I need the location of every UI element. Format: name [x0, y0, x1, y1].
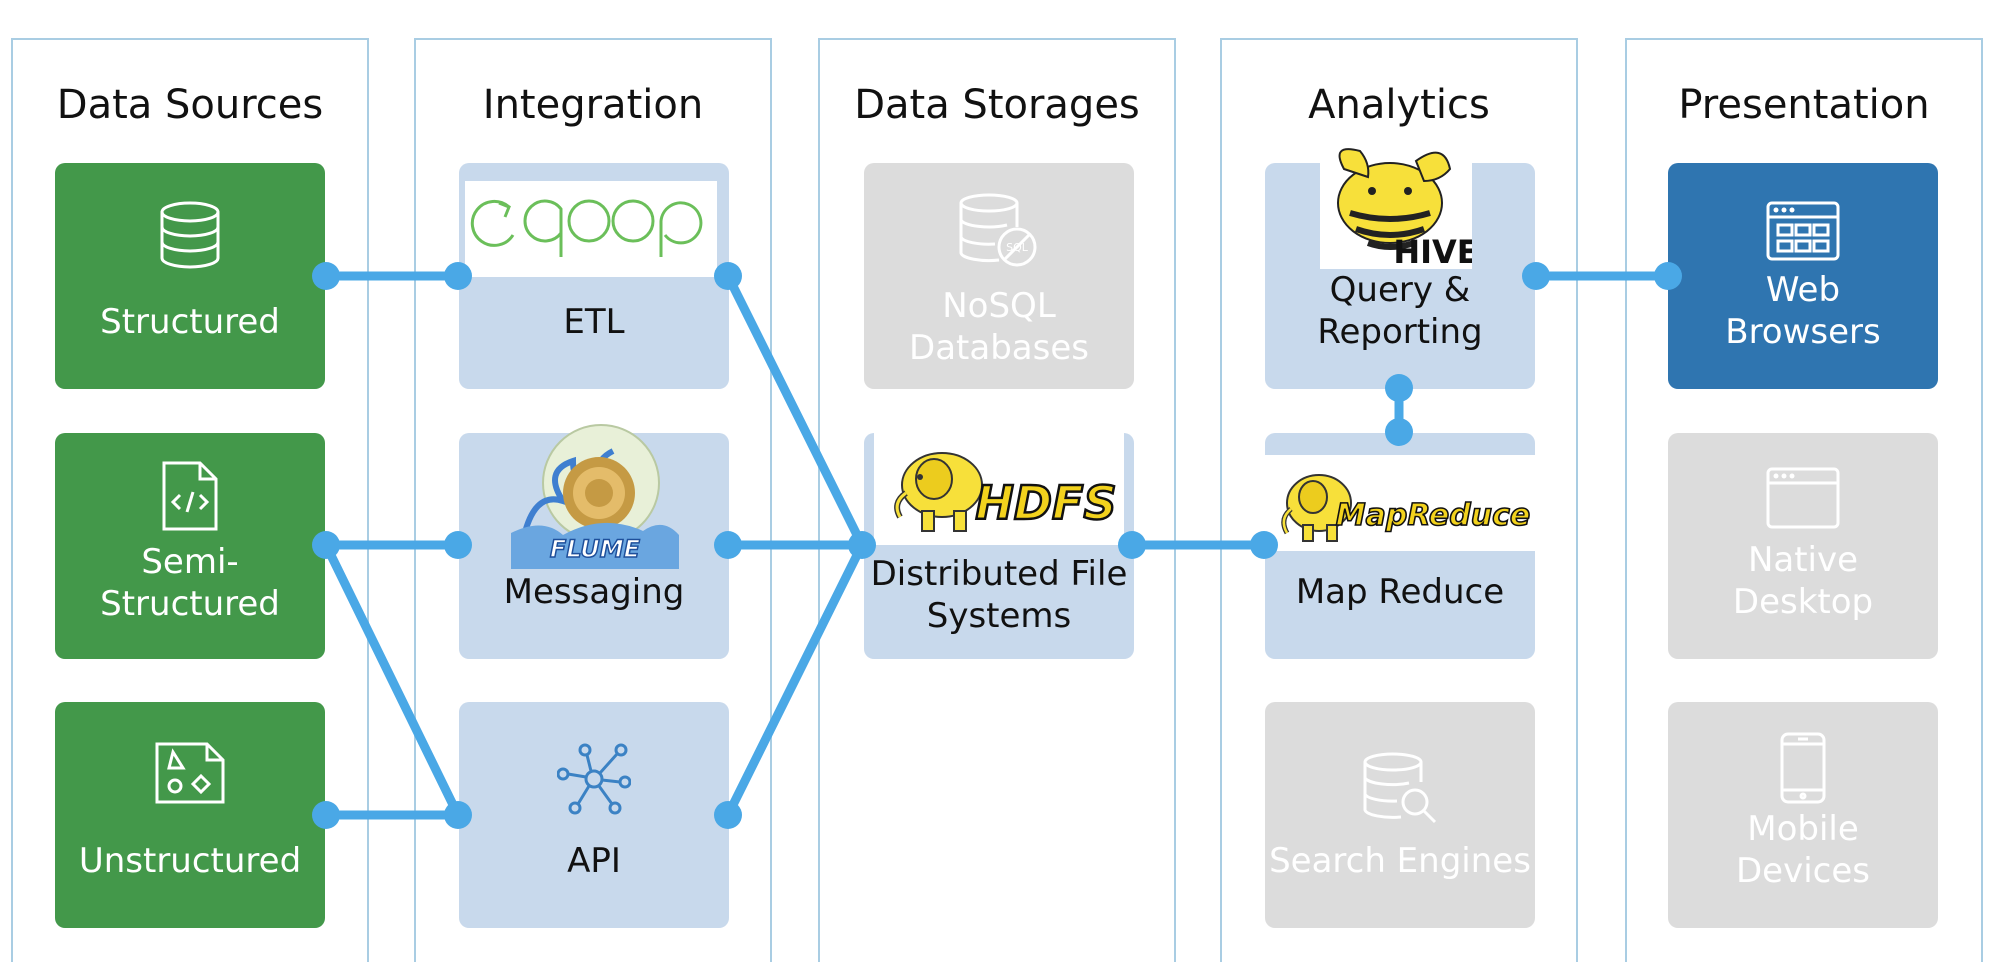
box-native-desktop: Native Desktop — [1668, 433, 1938, 659]
mapreduce-logo-text: MapReduce — [1336, 498, 1531, 533]
column-analytics: Analytics — [1220, 38, 1578, 962]
column-presentation: Presentation — [1625, 38, 1983, 962]
box-hdfs: HDFS Distributed File Systems — [864, 433, 1134, 659]
column-title: Analytics — [1308, 82, 1490, 128]
browser-grid-icon — [1766, 201, 1840, 261]
column-title: Presentation — [1678, 82, 1930, 128]
box-label: Semi- Structured — [100, 542, 280, 624]
column-data-sources: Data Sources — [11, 38, 369, 962]
box-etl: ETL — [459, 163, 729, 389]
box-unstructured: Unstructured — [55, 702, 325, 928]
flume-logo: FLUME — [511, 424, 679, 569]
sql-database-icon: SQL — [959, 193, 1037, 267]
box-label: Unstructured — [78, 841, 302, 881]
hdfs-elephant-logo: HDFS — [874, 433, 1124, 545]
network-hub-icon — [557, 743, 631, 815]
box-map-reduce: MapReduce Map Reduce — [1265, 433, 1535, 659]
box-messaging: FLUME Messaging — [459, 424, 729, 659]
hive-logo: HIVE — [1320, 148, 1472, 269]
box-label: NoSQL Databases — [909, 286, 1089, 368]
column-title: Data Sources — [56, 82, 324, 128]
box-label: Mobile Devices — [1736, 809, 1870, 891]
box-api: API — [459, 702, 729, 928]
column-title: Integration — [482, 82, 704, 128]
box-label: Distributed File Systems — [870, 554, 1128, 636]
hdfs-logo-text: HDFS — [975, 476, 1116, 530]
shapes-file-icon — [155, 742, 225, 804]
sqoop-logo — [465, 181, 717, 277]
box-label: Native Desktop — [1732, 540, 1874, 622]
box-label: Structured — [100, 302, 280, 342]
box-semi-structured: Semi- Structured — [55, 433, 325, 659]
box-label: ETL — [563, 302, 625, 342]
mapreduce-elephant-logo: MapReduce — [1265, 455, 1535, 551]
box-label: Web Browsers — [1725, 270, 1881, 352]
window-icon — [1766, 467, 1840, 529]
database-icon — [160, 201, 220, 269]
box-label: Query & Reporting — [1317, 270, 1483, 352]
box-structured: Structured — [55, 163, 325, 389]
flume-logo-text: FLUME — [550, 535, 641, 563]
box-label: API — [567, 841, 621, 881]
box-web-browsers: Web Browsers — [1668, 163, 1938, 389]
box-label: Map Reduce — [1295, 572, 1505, 612]
box-label: Messaging — [503, 572, 685, 612]
code-file-icon — [162, 461, 218, 531]
svg-text:SQL: SQL — [1006, 241, 1029, 254]
column-title: Data Storages — [854, 82, 1140, 128]
box-search-engines: Search Engines — [1265, 702, 1535, 928]
smartphone-icon — [1780, 732, 1826, 804]
box-label: Search Engines — [1269, 841, 1531, 881]
box-mobile-devices: Mobile Devices — [1668, 702, 1938, 928]
box-nosql: SQL NoSQL Databases — [864, 163, 1134, 389]
hive-logo-text: HIVE — [1393, 233, 1472, 269]
database-search-icon — [1363, 752, 1437, 824]
box-query-reporting: HIVE Query & Reporting — [1265, 148, 1535, 389]
